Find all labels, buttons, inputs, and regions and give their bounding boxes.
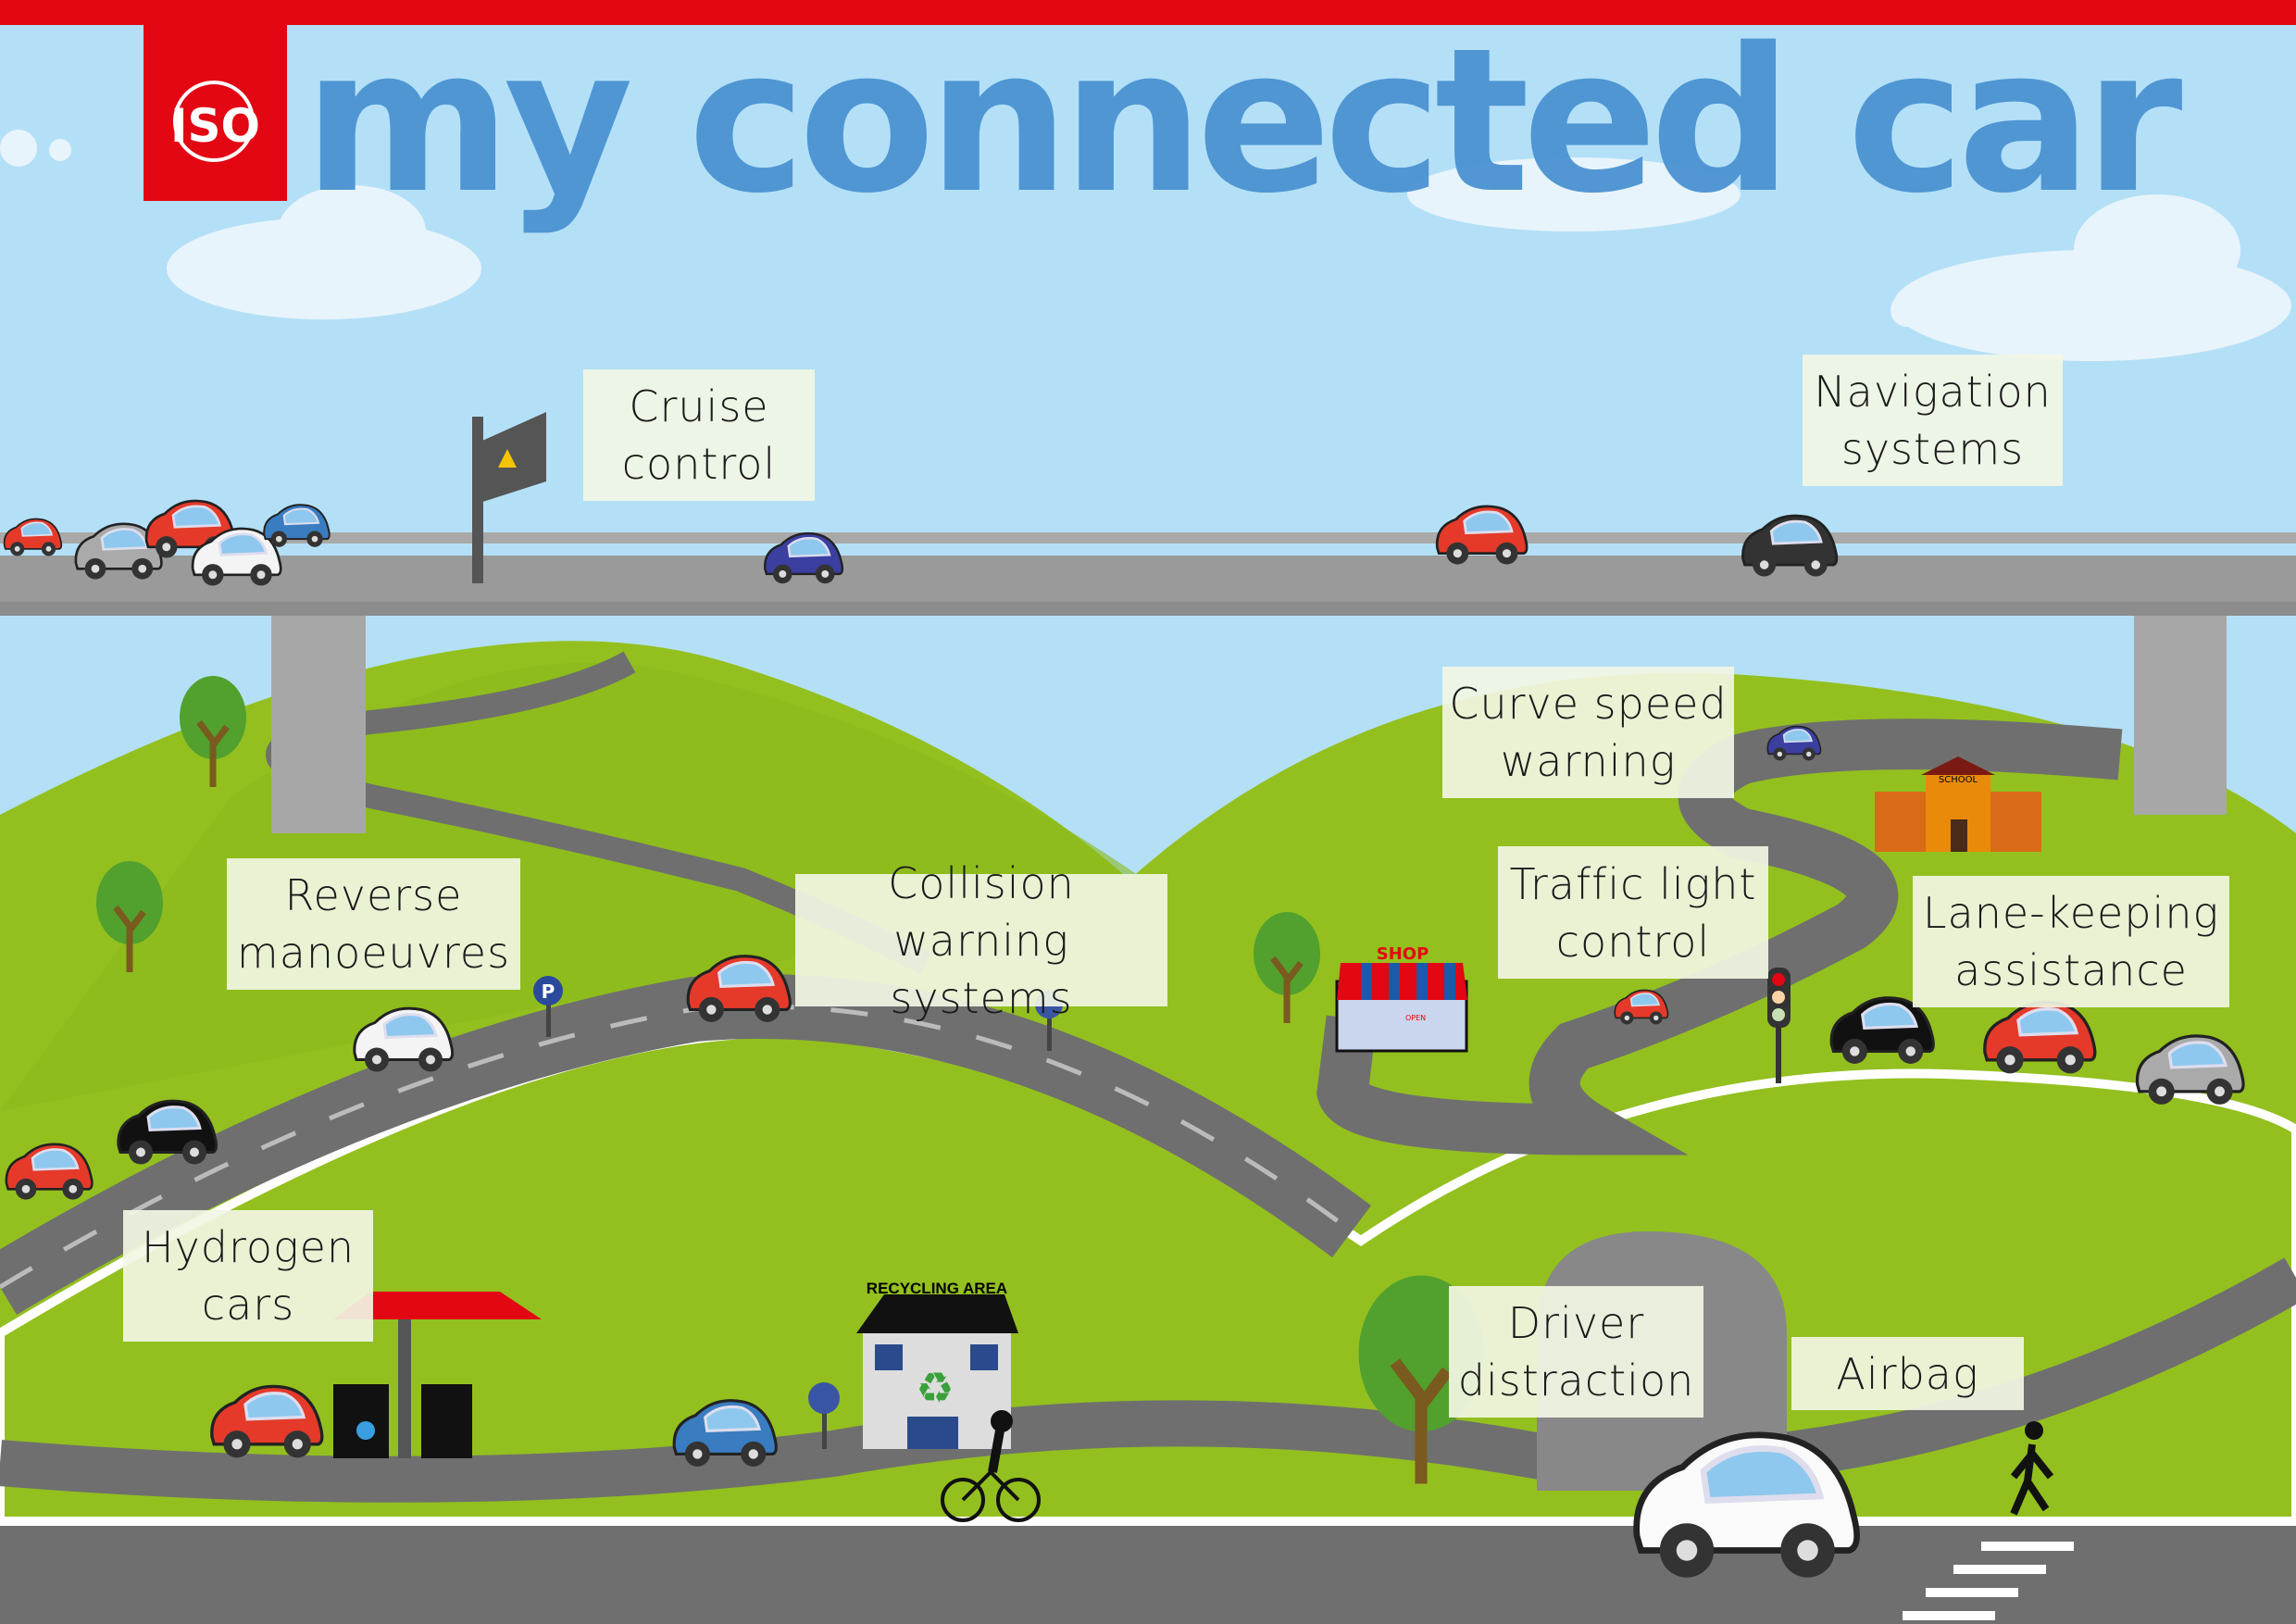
label-traffic-light-control: Traffic light control	[1498, 846, 1768, 979]
crosswalk	[1903, 1542, 2074, 1620]
label-line: Driver	[1507, 1298, 1645, 1348]
school-sign: SCHOOL	[1939, 775, 1978, 785]
iso-logo-text: ISO	[169, 99, 261, 153]
main-road	[0, 1517, 2296, 1624]
shop: SHOP OPEN	[1335, 944, 1468, 1053]
recycle-icon: ♻	[916, 1363, 954, 1413]
parking-sign-icon: P	[533, 976, 563, 1037]
recycling-house: RECYCLING AREA ♻	[856, 1280, 1018, 1449]
page-title: my connected car	[304, 5, 2182, 237]
hydrogen-station	[333, 1292, 542, 1458]
recycling-sign: RECYCLING AREA	[867, 1280, 1007, 1297]
label-line: Curve speed	[1449, 679, 1728, 729]
traffic-light-icon	[1767, 968, 1791, 1083]
label-line: control	[621, 439, 777, 489]
label-line: cars	[201, 1280, 295, 1330]
label-line: Traffic light	[1509, 858, 1757, 909]
label-line: warning	[1500, 736, 1677, 786]
pedestrian-icon	[2010, 1421, 2054, 1516]
label-cruise-control: Cruise control	[583, 369, 815, 501]
label-line: distraction	[1457, 1355, 1695, 1405]
label-line: systems	[1841, 424, 2025, 474]
car-icon	[3, 518, 63, 557]
label-airbag: Airbag	[1791, 1337, 2024, 1410]
label-curve-speed-warning: Curve speed warning	[1442, 667, 1734, 798]
label-line: warning systems	[890, 915, 1073, 1023]
open-sign: OPEN	[1405, 1014, 1426, 1022]
iso-logo[interactable]: ISO	[144, 25, 287, 201]
shop-sign: SHOP	[1377, 944, 1429, 964]
clouds	[0, 130, 2291, 361]
school: SCHOOL	[1875, 756, 2041, 852]
bridge	[0, 412, 2296, 833]
label-line: Cruise	[629, 381, 769, 431]
label-line: Navigation	[1814, 367, 2052, 417]
cyclist-icon	[941, 1410, 1041, 1522]
label-collision-warning-systems: Collision warning systems	[795, 858, 1167, 1023]
label-line: manoeuvres	[236, 928, 511, 978]
label-navigation-systems: Navigation systems	[1803, 355, 2063, 486]
label-line: assistance	[1954, 945, 2188, 995]
label-line: Airbag	[1836, 1348, 1979, 1399]
label-driver-distraction: Driver distraction	[1449, 1286, 1703, 1418]
label-line: Hydrogen	[141, 1222, 356, 1272]
label-lane-keeping-assistance: Lane-keeping assistance	[1913, 876, 2229, 1007]
svg-text:P: P	[542, 981, 555, 1003]
label-line: Collision	[888, 857, 1075, 908]
top-brand-bar	[0, 0, 2296, 25]
label-reverse-manoeuvres: Reverse manoeuvres	[227, 858, 520, 990]
globe-icon	[173, 81, 255, 162]
label-line: control	[1555, 916, 1711, 967]
label-line: Lane-keeping	[1922, 888, 2220, 938]
label-hydrogen-cars: Hydrogen cars	[123, 1210, 373, 1342]
label-line: Reverse	[284, 870, 463, 920]
